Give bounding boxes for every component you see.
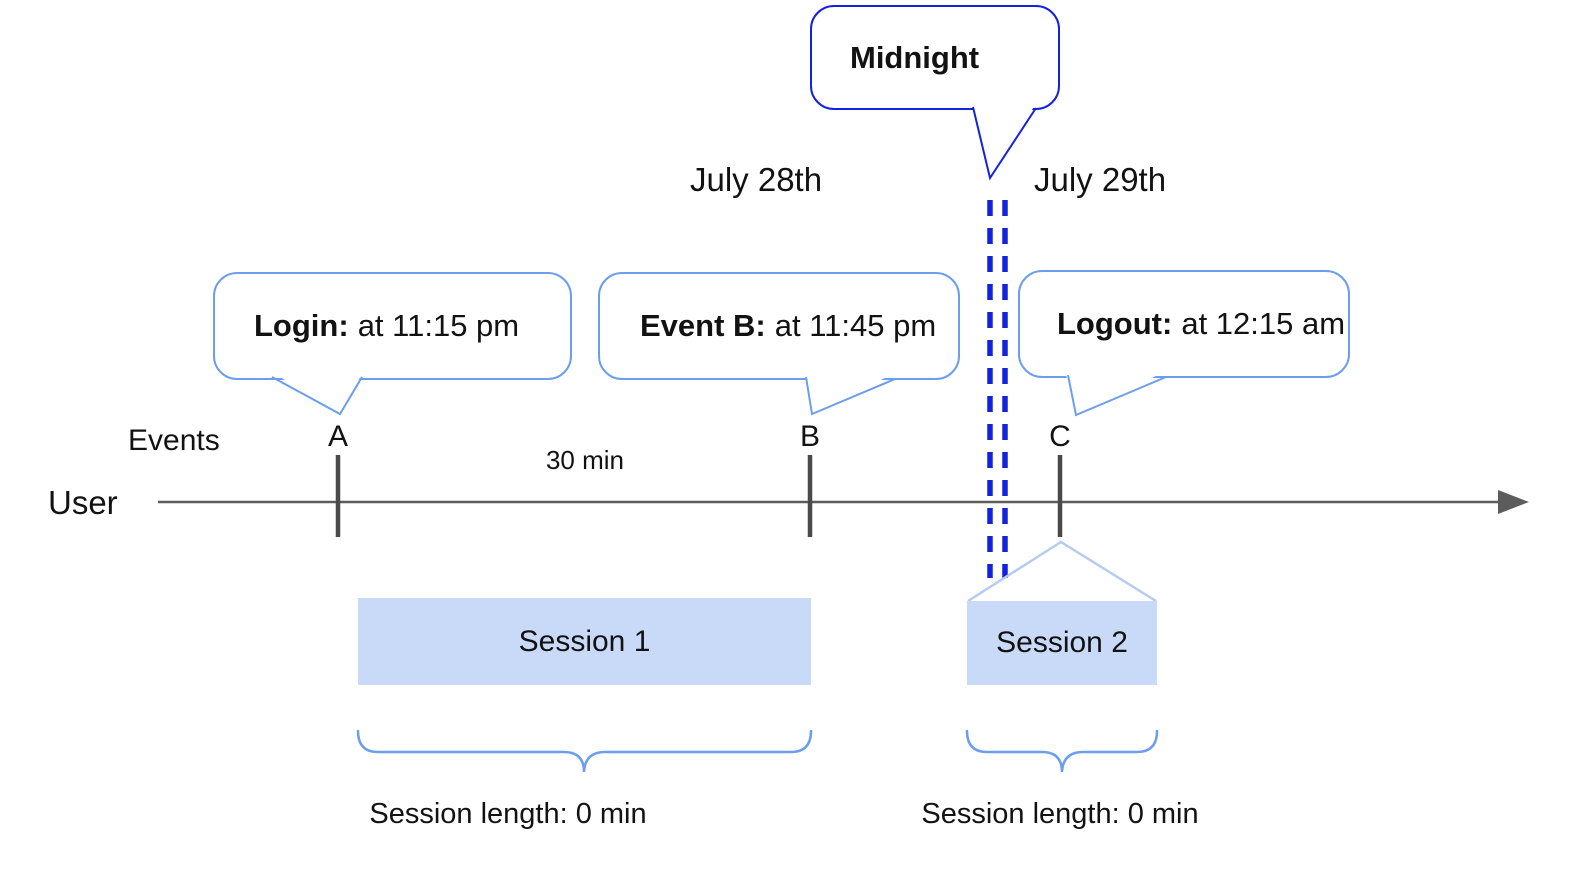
- midnight-callout: Midnight: [810, 5, 1060, 110]
- events-row-label: Events: [128, 424, 220, 457]
- session2-roof-connector: [967, 540, 1157, 603]
- logout-callout-title: Logout:: [1057, 306, 1173, 341]
- event-b-callout: Event B: at 11:45 pm: [598, 272, 960, 380]
- event-b-callout-time: at 11:45 pm: [774, 308, 937, 343]
- login-callout: Login: at 11:15 pm: [213, 272, 572, 380]
- logout-callout-time: at 12:15 am: [1181, 306, 1346, 341]
- logout-tail-outline: [1067, 374, 1167, 417]
- session2-label: Session 2: [996, 626, 1128, 659]
- logout-callout: Logout: at 12:15 am: [1018, 270, 1350, 378]
- interval-30min-label: 30 min: [545, 445, 625, 475]
- midnight-tail: [971, 100, 1038, 178]
- midnight-callout-label: Midnight: [850, 39, 980, 75]
- date-label-july-29: July 29th: [1034, 161, 1167, 198]
- midnight-tail-outline: [972, 106, 1037, 181]
- event-b-tail-outline: [805, 376, 896, 416]
- date-label-july-28: July 28th: [690, 161, 823, 198]
- timeline-arrowhead-icon: [1498, 490, 1529, 514]
- event-b-callout-title: Event B:: [640, 308, 766, 343]
- session2-length-brace: [965, 729, 1159, 773]
- session1-box: Session 1: [358, 598, 811, 685]
- event-marker-c: C: [1049, 420, 1071, 453]
- session2-length-label: Session length: 0 min: [921, 798, 1199, 830]
- user-row-label: User: [48, 484, 118, 521]
- session1-length-brace: [356, 729, 813, 773]
- session1-label: Session 1: [518, 624, 651, 658]
- login-callout-time: at 11:15 pm: [357, 308, 520, 343]
- event-marker-b: B: [799, 420, 820, 453]
- login-callout-title: Login:: [254, 308, 349, 343]
- session1-length-label: Session length: 0 min: [369, 798, 647, 830]
- login-tail-outline: [271, 376, 363, 416]
- session2-box: Session 2: [967, 601, 1157, 685]
- event-marker-a: A: [327, 420, 348, 453]
